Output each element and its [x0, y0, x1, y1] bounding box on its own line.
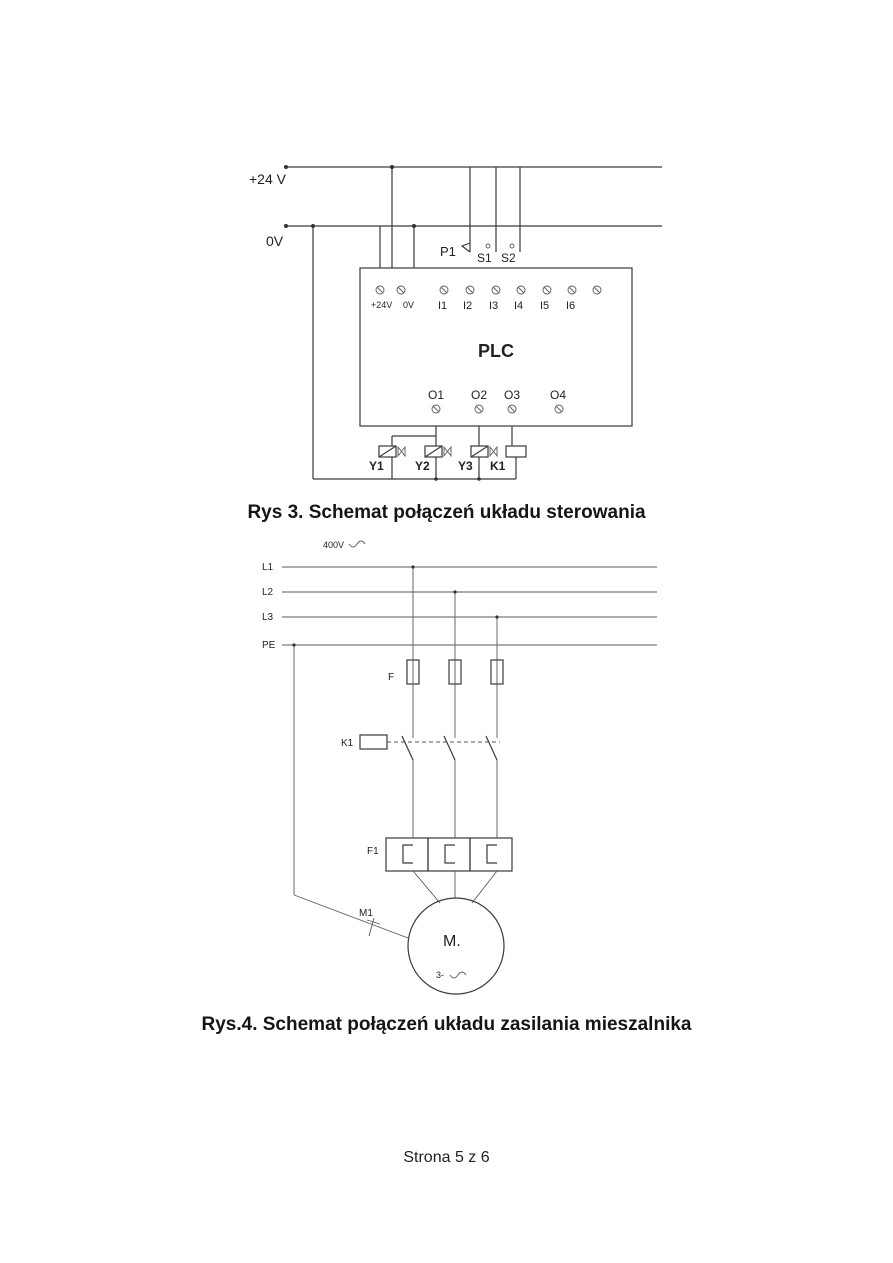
input-i4-label: I4: [514, 300, 523, 312]
plc-power-terminals: [375, 285, 406, 295]
contactor-coil-icon: [359, 734, 388, 750]
s1-contact-icon: [485, 243, 491, 249]
input-i5-label: I5: [540, 300, 549, 312]
rail-zero-label: 0V: [266, 233, 284, 249]
motor-icon: [407, 897, 505, 995]
motor-ac-icon: [449, 971, 467, 979]
solenoid-y1-icon: [378, 445, 406, 458]
actuator-y2-label: Y2: [415, 459, 430, 473]
figure4-schematic: 400V L1 L2 L3 PE F K1: [262, 540, 657, 995]
plc-box: [359, 267, 633, 427]
input-i3-label: I3: [489, 300, 498, 312]
rail-plus-node: [284, 165, 288, 169]
motor-phase-label: 3-: [436, 970, 444, 980]
motor-tag-label: M1: [359, 908, 373, 919]
contactor-label: K1: [341, 738, 354, 749]
line-pe-label: PE: [262, 640, 276, 651]
figure4-caption: Rys.4. Schemat połączeń układu zasilania…: [201, 1014, 692, 1035]
input-i1-label: I1: [438, 300, 447, 312]
output-o3-label: O3: [504, 388, 520, 402]
p1-switch-icon: [460, 242, 471, 253]
voltage-label: 400V: [323, 540, 344, 550]
figure3-schematic: +24 V 0V P1 S1 S2 PLC +24V 0V: [249, 165, 662, 481]
sensor-s1-label: S1: [477, 251, 492, 265]
sensor-s2-label: S2: [501, 251, 516, 265]
input-i2-label: I2: [463, 300, 472, 312]
figure3-caption: Rys 3. Schemat połączeń układu sterowani…: [247, 502, 646, 523]
solenoid-y2-icon: [424, 445, 452, 458]
pe-to-motor: [293, 894, 409, 939]
actuator-y3-label: Y3: [458, 459, 473, 473]
terminal-0v-label: 0V: [403, 300, 414, 310]
fuse-label: F: [388, 672, 394, 683]
motor-label: M.: [443, 933, 461, 950]
thermal-relay-icon: [385, 837, 513, 872]
line-l3-label: L3: [262, 612, 274, 623]
plc-title: PLC: [478, 341, 514, 361]
output-o4-label: O4: [550, 388, 566, 402]
page-footer: Strona 5 z 6: [403, 1149, 490, 1166]
terminal-24v-label: +24V: [371, 300, 392, 310]
plc-output-terminals: [431, 404, 564, 414]
output-o2-label: O2: [471, 388, 487, 402]
relay-label: F1: [367, 846, 379, 857]
fuse-icons: [406, 659, 504, 685]
rail-plus-label: +24 V: [249, 171, 287, 187]
actuator-k1-label: K1: [490, 459, 506, 473]
contactor-switch-icons: [401, 735, 498, 761]
input-i6-label: I6: [566, 300, 575, 312]
line-l2-label: L2: [262, 587, 274, 598]
line-l1-label: L1: [262, 562, 274, 573]
output-o1-label: O1: [428, 388, 444, 402]
sensor-p1-label: P1: [440, 244, 456, 259]
actuator-y1-label: Y1: [369, 459, 384, 473]
rail-zero-node: [284, 224, 288, 228]
ac-symbol-icon: [348, 540, 366, 548]
plc-input-terminals: [439, 285, 602, 295]
s2-contact-icon: [509, 243, 515, 249]
